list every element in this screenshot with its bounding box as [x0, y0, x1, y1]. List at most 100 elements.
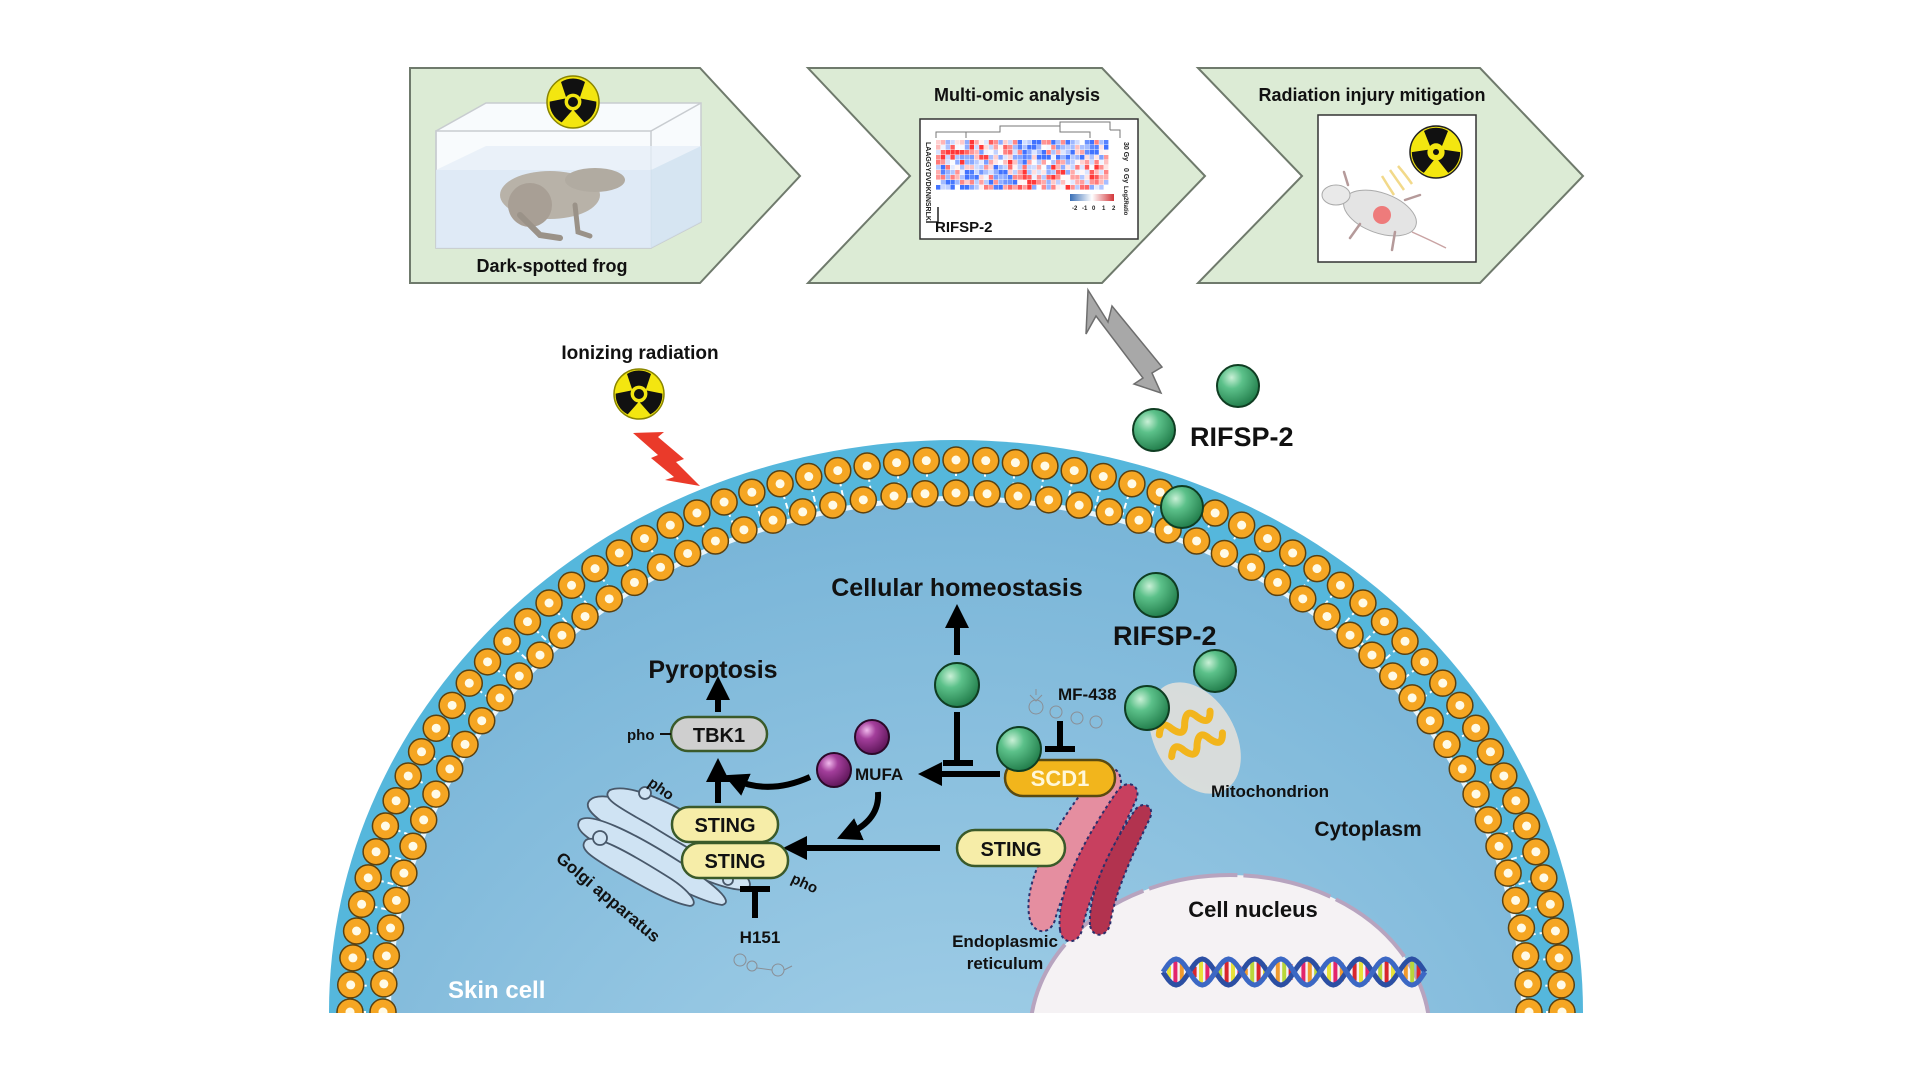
heatmap-cell	[1065, 150, 1070, 155]
heatmap-cell	[1022, 185, 1027, 190]
er-label-line2: reticulum	[967, 954, 1044, 973]
heatmap-cell	[1099, 160, 1104, 165]
heatmap-cell	[1099, 150, 1104, 155]
lipid-head	[759, 506, 787, 534]
lipid-head	[1536, 890, 1565, 919]
rifsp2-peptide	[1124, 685, 1170, 731]
heatmap-cell	[1008, 150, 1013, 155]
heatmap-cell	[1094, 150, 1099, 155]
heatmap-cell	[979, 145, 984, 150]
heatmap-cell	[1070, 155, 1075, 160]
heatmap-cell	[950, 155, 955, 160]
heatmap-cell	[1046, 180, 1051, 185]
heatmap-cell	[1084, 180, 1090, 185]
heatmap-cell	[1036, 180, 1042, 185]
lipid-head	[513, 607, 542, 636]
heatmap-cell	[945, 155, 950, 160]
heatmap-cell	[1051, 165, 1056, 170]
heatmap-cell	[1046, 160, 1051, 165]
heatmap-cell	[1089, 160, 1094, 165]
heatmap-cell	[964, 175, 970, 180]
dna-base-pair	[1250, 960, 1255, 984]
h151-label: H151	[740, 928, 781, 947]
heatmap-cell	[940, 140, 946, 145]
heatmap-cell	[955, 180, 960, 185]
dna-base-pair	[1231, 959, 1235, 985]
heatmap-cell	[940, 175, 946, 180]
dna-base-pair	[1333, 959, 1338, 985]
lipid-head	[435, 755, 464, 783]
heatmap-cell	[964, 165, 970, 170]
heatmap-cell	[974, 160, 979, 165]
lipid-head	[1448, 755, 1477, 783]
top-panel-mitigation: Radiation injury mitigation	[1195, 67, 1585, 284]
heatmap-cell	[936, 175, 941, 180]
lipid-head	[1182, 527, 1211, 555]
heatmap-cell	[1027, 175, 1032, 180]
heatmap-cell	[945, 160, 950, 165]
lipid-head	[656, 511, 685, 539]
lipid-head	[971, 446, 1000, 475]
heatmap-cell	[1084, 150, 1090, 155]
heatmap-cell	[950, 185, 955, 190]
dna-base-pair	[1416, 961, 1421, 983]
heatmap-cell	[988, 145, 994, 150]
scd1-label: SCD1	[1031, 766, 1090, 791]
heatmap-cell	[1075, 145, 1080, 150]
rifsp2-peptide	[996, 726, 1042, 772]
rifsp2-peptide	[1132, 408, 1176, 452]
heatmap-cell	[1008, 175, 1013, 180]
lipid-head	[473, 648, 502, 676]
lipid-head	[766, 470, 794, 498]
dna-base-pair	[1288, 964, 1293, 980]
lipid-head	[795, 462, 823, 491]
lipid-head	[486, 684, 514, 712]
heatmap-cell	[1036, 145, 1042, 150]
dna-base-pair	[1391, 961, 1395, 983]
heatmap-cell	[1104, 155, 1109, 160]
heatmap-cell	[984, 150, 989, 155]
lipid-head	[1237, 553, 1266, 582]
mitochondrion-icon	[1149, 682, 1241, 794]
heatmap-cell	[1070, 180, 1075, 185]
lipid-head	[376, 914, 405, 942]
heatmap-cell	[1041, 155, 1046, 160]
heatmap-cell	[984, 170, 989, 175]
heatmap-cell	[988, 140, 994, 145]
heatmap-cell	[1051, 155, 1056, 160]
heatmap-cell	[1051, 160, 1056, 165]
heatmap-cell	[1003, 175, 1008, 180]
heatmap-cell	[964, 170, 970, 175]
lipid-head	[1349, 589, 1377, 617]
heatmap-cell	[1060, 165, 1066, 170]
rifsp2-peptide	[1216, 364, 1260, 408]
heatmap-cell	[940, 160, 946, 165]
lipid-head	[369, 998, 397, 1013]
rifsp2-peptide	[1133, 572, 1179, 618]
heatmap-cell	[1075, 180, 1080, 185]
heatmap-cell	[1099, 140, 1104, 145]
heatmap-cell	[950, 165, 955, 170]
heatmap-cell	[1012, 160, 1018, 165]
heatmap-legend-tick: -2	[1072, 206, 1078, 212]
heatmap-cell	[993, 140, 998, 145]
dna-base-pair	[1314, 963, 1319, 981]
heatmap-cell	[974, 145, 979, 150]
lipid-head	[730, 516, 758, 544]
heatmap-cell	[1008, 165, 1013, 170]
panel-title: Radiation injury mitigation	[1258, 85, 1485, 105]
heatmap-cell	[974, 140, 979, 145]
heatmap-cell	[1008, 170, 1013, 175]
dna-base-pair	[1243, 968, 1248, 976]
heatmap-cell	[1089, 175, 1094, 180]
heatmap-cell	[1003, 165, 1008, 170]
lipid-head	[1462, 780, 1490, 808]
heatmap-cell	[960, 155, 965, 160]
lipid-head	[1433, 730, 1461, 759]
heatmap-cell	[1094, 165, 1099, 170]
heatmap-cell	[964, 185, 970, 190]
heatmap-cell	[969, 165, 974, 170]
lipid-head	[370, 970, 398, 998]
